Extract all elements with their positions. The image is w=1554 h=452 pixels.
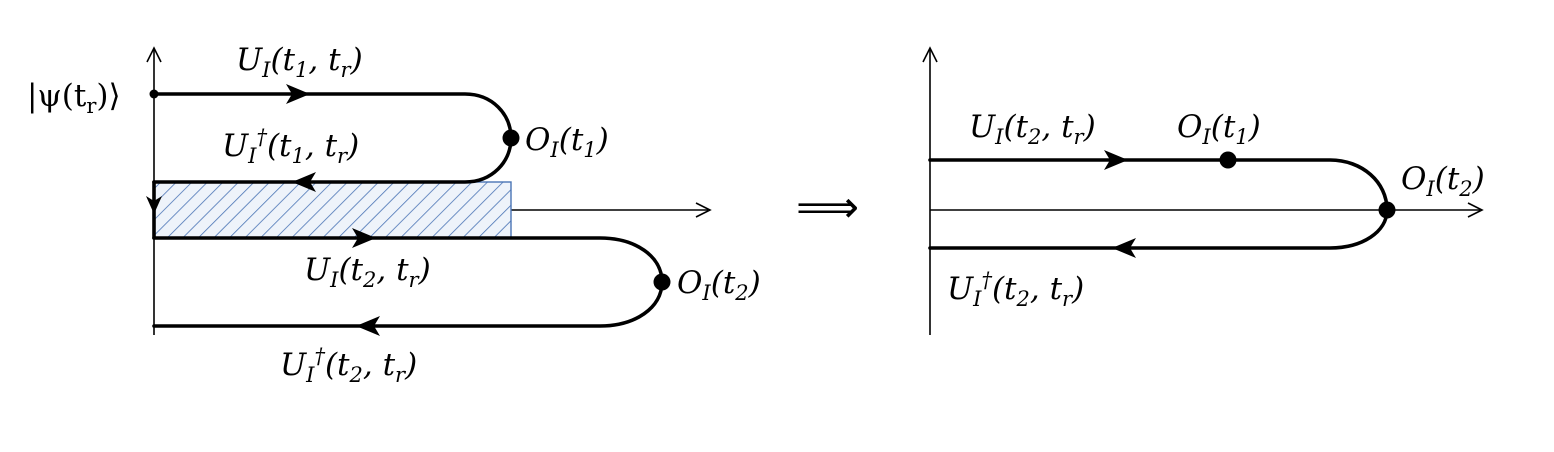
hatched-cancellation-region: [153, 181, 512, 239]
right-panel: UI(t2, tr) OI(t1) OI(t2) UI†(t2, tr): [922, 46, 1485, 335]
right-contour-loop: [928, 158, 1389, 250]
right-label-O-t2: OI(t2): [1401, 161, 1485, 201]
implies-arrow: ⟹: [796, 182, 859, 233]
right-vertical-axis-arrowhead: [922, 46, 938, 63]
arrow-forward-t2: [352, 228, 376, 248]
right-horizontal-axis-arrowhead: [1467, 202, 1484, 218]
left-horizontal-axis-arrowhead: [695, 202, 712, 218]
initial-state-point: [149, 89, 159, 99]
arrow-down-connector: [146, 196, 162, 214]
right-operator-point-t2: [1378, 201, 1396, 219]
right-arrow-forward: [1104, 150, 1128, 170]
right-label-U-t2: UI(t2, tr): [969, 109, 1096, 149]
right-arrow-backward: [1112, 238, 1136, 258]
right-label-Udag-t2: UI†(t2, tr): [947, 268, 1084, 311]
state-label: |ψ(tr)⟩: [27, 78, 121, 118]
label-O-t2: OI(t2): [677, 265, 761, 305]
operator-point-t2: [653, 273, 671, 291]
arrow-backward-t1: [292, 172, 316, 192]
arrow-forward-t1: [286, 84, 310, 104]
left-vertical-axis-arrowhead: [146, 46, 162, 63]
right-operator-point-t1: [1219, 151, 1237, 169]
operator-point-t1: [502, 129, 520, 147]
label-Udag-t2: UI†(t2, tr): [280, 344, 417, 387]
label-U-t2: UI(t2, tr): [304, 252, 431, 292]
label-O-t1: OI(t1): [525, 122, 609, 162]
label-Udag-t1: UI†(t1, tr): [222, 125, 359, 168]
right-label-O-t1: OI(t1): [1177, 109, 1261, 149]
arrow-backward-t2: [356, 316, 380, 336]
left-panel: |ψ(tr)⟩ UI(t1, tr) UI†(t1, tr) UI(t2, tr…: [27, 42, 761, 387]
label-U-t1: UI(t1, tr): [236, 42, 363, 82]
